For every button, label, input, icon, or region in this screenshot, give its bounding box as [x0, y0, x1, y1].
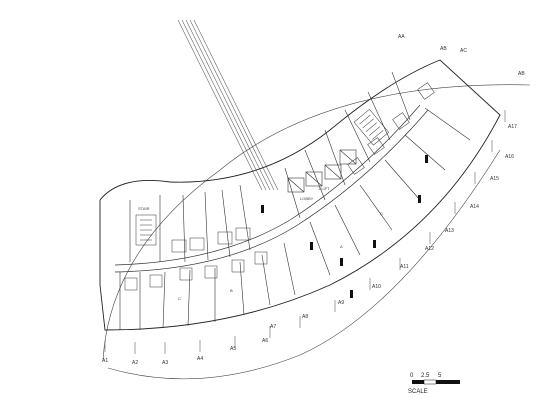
scale-tick-5: 5	[438, 373, 442, 379]
lobby-label: LOBBY	[300, 196, 314, 201]
scale-label: SCALE	[408, 389, 428, 395]
bathroom-blocks	[124, 82, 435, 291]
grid-label-a11: A11	[400, 264, 409, 270]
grid-label-a2: A2	[132, 360, 138, 366]
unit-d-label: D	[380, 211, 383, 216]
room-labels: 1 LIFT LOBBY STAIR C D B A	[138, 186, 383, 301]
unit-partitions	[119, 71, 471, 330]
grid-label-a3: A3	[162, 360, 168, 366]
grid-label-a17: A17	[508, 124, 517, 130]
grid-label-a15: A15	[490, 176, 499, 182]
scale-bar: 0 2.5 5 SCALE	[408, 373, 460, 395]
stair-left	[135, 214, 157, 246]
outer-dimension-arc-2	[107, 149, 501, 380]
wall-markers	[261, 155, 428, 298]
grid-label-aa: AA	[398, 34, 405, 40]
grid-label-a16: A16	[505, 154, 514, 160]
lift-core	[287, 149, 357, 193]
grid-label-a14: A14	[470, 204, 479, 210]
grid-label-a12: A12	[425, 246, 434, 252]
grid-label-a9: A9	[338, 300, 344, 306]
corridor-inner-line	[114, 104, 421, 266]
grid-label-a7: A7	[270, 324, 276, 330]
grid-label-a8: A8	[302, 314, 308, 320]
top-grid-labels: AA AB AC AB	[398, 34, 525, 77]
grid-label-a1: A1	[102, 358, 108, 364]
dimension-ticks	[104, 110, 506, 354]
lift-label: 1 LIFT	[318, 186, 330, 191]
scale-tick-0: 0	[410, 373, 414, 379]
outer-dimension-arc	[102, 84, 531, 361]
right-grid-labels: A17 A16 A15 A14 A13 A12 A11 A10 A9 A8 A7	[270, 124, 517, 330]
scale-tick-2-5: 2.5	[421, 373, 430, 379]
grid-label-ab-2: AB	[518, 71, 525, 77]
grid-label-ac: AC	[460, 48, 467, 54]
grid-label-ab: AB	[440, 46, 447, 52]
unit-a-label: A	[340, 244, 343, 249]
building-outer-wall	[99, 59, 501, 331]
grid-label-a6: A6	[262, 338, 268, 344]
grid-label-a4: A4	[197, 356, 203, 362]
unit-b-label: B	[230, 288, 233, 293]
corridor-outer-line	[114, 109, 429, 273]
grid-label-a10: A10	[372, 284, 381, 290]
grid-label-a13: A13	[445, 228, 454, 234]
diagonal-access-lines	[177, 19, 279, 191]
grid-label-a5: A5	[230, 346, 236, 352]
unit-c-label: C	[178, 296, 181, 301]
stair-label: STAIR	[138, 206, 150, 211]
bottom-grid-labels: A1 A2 A3 A4 A5 A6	[102, 338, 268, 366]
stair-right	[353, 108, 390, 146]
